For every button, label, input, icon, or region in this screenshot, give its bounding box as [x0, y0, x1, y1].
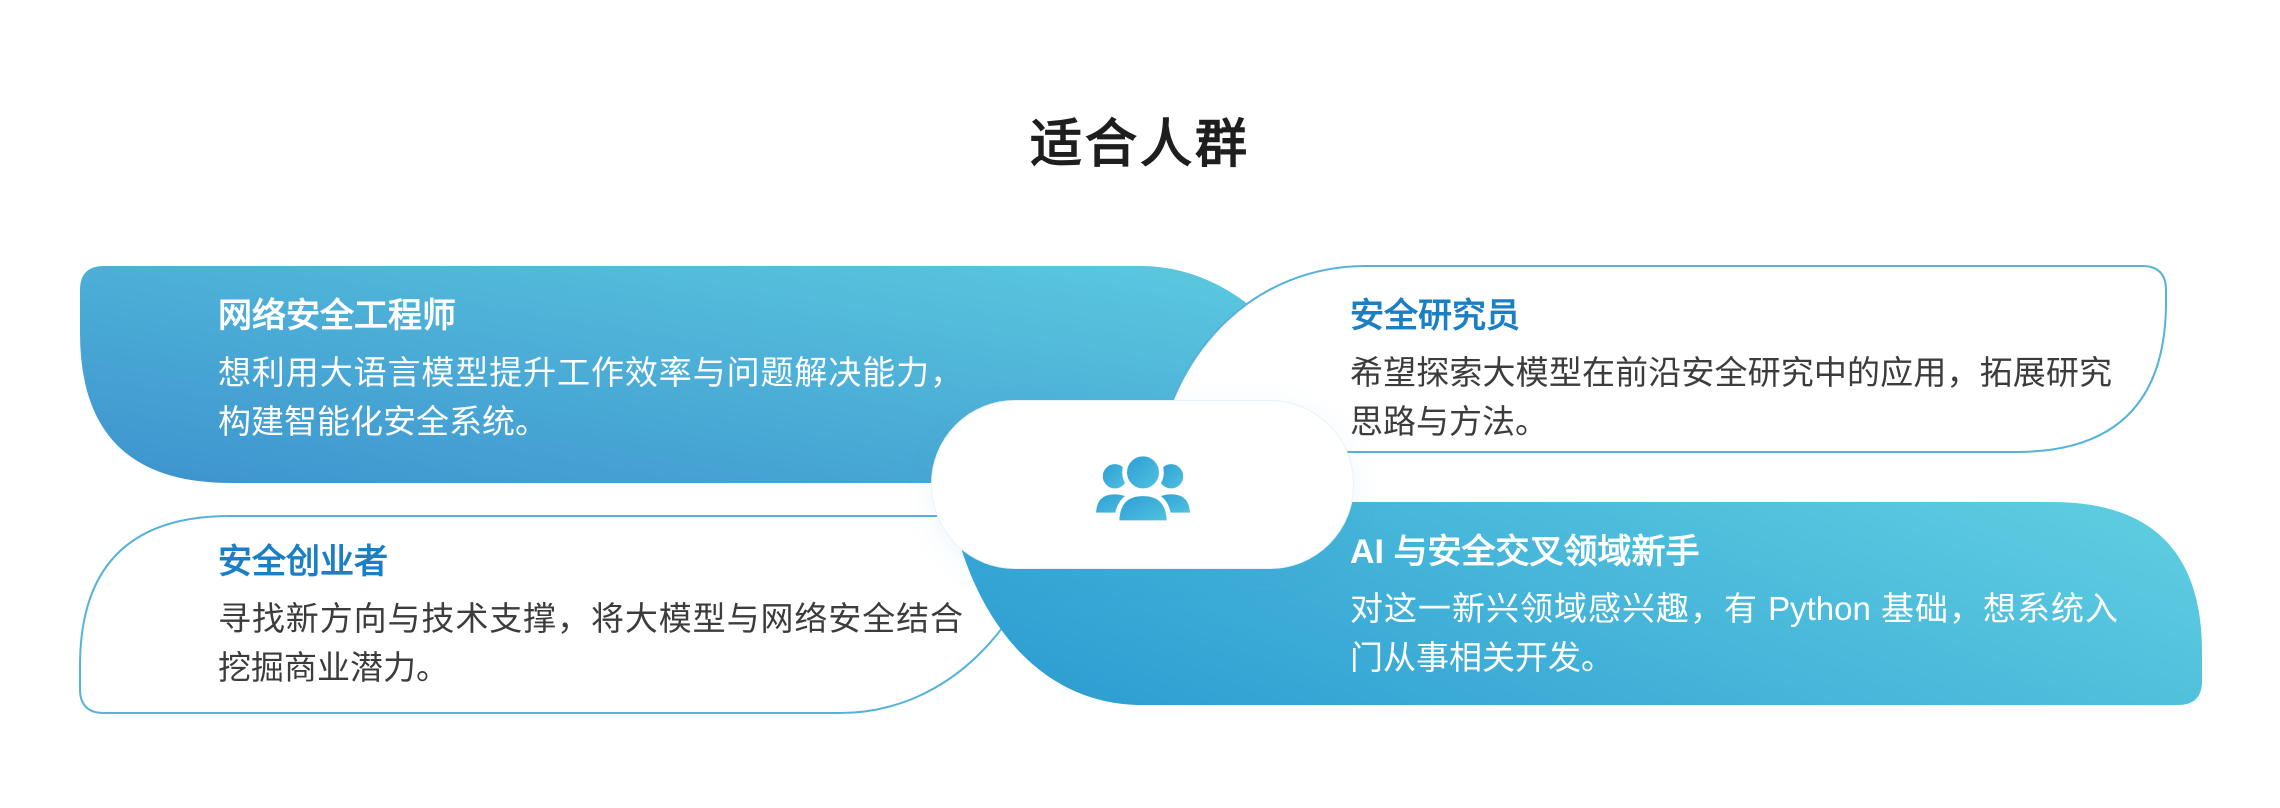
page-title: 适合人群 — [1029, 116, 1250, 174]
card-body: 希望探索大模型在前沿安全研究中的应用，拓展研究思路与方法。 — [1350, 354, 2112, 440]
card-body: 寻找新方向与技术支撑，将大模型与网络安全结合挖掘商业潜力。 — [218, 600, 963, 686]
group-people-icon — [1090, 451, 1195, 525]
card-top-right: 安全研究员 希望探索大模型在前沿安全研究中的应用，拓展研究思路与方法。 — [1350, 292, 2112, 446]
card-bottom-left: 安全创业者 寻找新方向与技术支撑，将大模型与网络安全结合挖掘商业潜力。 — [218, 538, 963, 692]
card-top-left: 网络安全工程师 想利用大语言模型提升工作效率与问题解决能力，构建智能化安全系统。 — [218, 292, 963, 446]
center-badge — [931, 400, 1354, 569]
card-title: AI 与安全交叉领域新手 — [1350, 533, 1700, 571]
card-bottom-left-shape — [79, 515, 1052, 714]
card-top-right-shape — [1156, 265, 2167, 453]
card-title: 安全创业者 — [218, 543, 388, 581]
card-body: 对这一新兴领域感兴趣，有 Python 基础，想系统入门从事相关开发。 — [1350, 590, 2118, 676]
card-title: 网络安全工程师 — [218, 297, 456, 335]
card-title: 安全研究员 — [1350, 297, 1520, 335]
card-body: 想利用大语言模型提升工作效率与问题解决能力，构建智能化安全系统。 — [218, 354, 963, 440]
card-bottom-right: AI 与安全交叉领域新手 对这一新兴领域感兴趣，有 Python 基础，想系统入… — [1350, 528, 2118, 682]
